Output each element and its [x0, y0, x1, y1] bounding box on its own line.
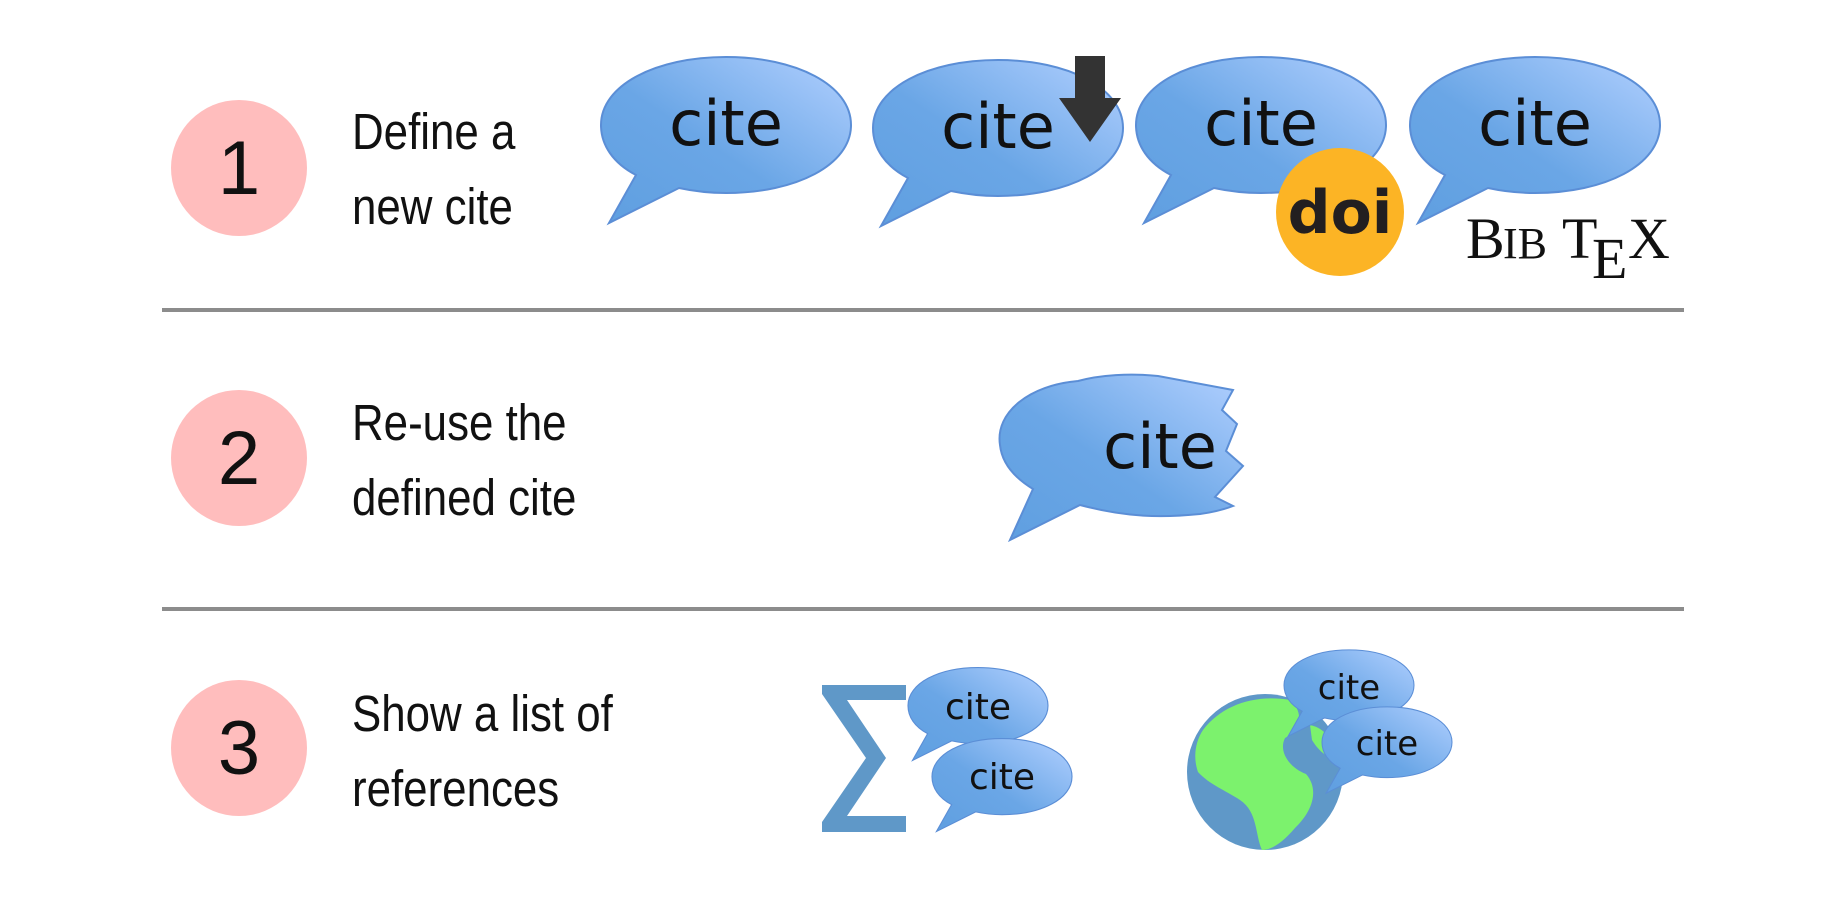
reused-cite-text: cite: [1103, 410, 1217, 483]
bibtex-x: X: [1628, 206, 1670, 271]
step-1-line-1: Define a: [352, 103, 516, 160]
sum-cite-text-2: cite: [969, 757, 1035, 798]
step-2-line-2: defined cite: [352, 469, 577, 526]
online-cite-text-2: cite: [1356, 724, 1418, 764]
divider-1: [162, 308, 1684, 312]
step-3-number: 3: [217, 705, 261, 791]
download-arrow-icon: [1059, 56, 1121, 142]
online-cites-icon: cite cite: [1187, 649, 1453, 850]
bibtex-ib: IB: [1503, 219, 1547, 268]
step-1-label: Define a new cite: [352, 94, 515, 244]
step-2-line-1: Re-use the: [352, 394, 567, 451]
bibtex-logo: B IB T E X: [1466, 206, 1670, 291]
step-3-line-2: references: [352, 760, 560, 817]
doi-cite-text: cite: [1204, 87, 1318, 160]
plain-cite-bubble: cite: [600, 56, 852, 224]
doi-label: doi: [1288, 178, 1393, 248]
step-1-number: 1: [217, 125, 261, 211]
bibtex-cite-text: cite: [1478, 87, 1592, 160]
doi-cite-bubble: cite doi: [1135, 56, 1404, 276]
step-1-circle: 1: [171, 100, 307, 236]
plain-cite-text: cite: [669, 87, 783, 160]
reused-cite-bubble: cite: [998, 373, 1245, 543]
sigma-icon: [822, 685, 906, 832]
step-3-line-1: Show a list of: [352, 685, 613, 742]
sum-cites-icon: cite cite: [822, 666, 1073, 833]
bibtex-cite-bubble: cite B IB T E X: [1409, 56, 1670, 291]
step-2-circle: 2: [171, 390, 307, 526]
step-2-number: 2: [217, 415, 261, 501]
sum-cite-text-1: cite: [945, 687, 1011, 728]
step-3-label: Show a list of references: [352, 676, 613, 826]
bibtex-t: T: [1562, 206, 1597, 271]
divider-2: [162, 607, 1684, 611]
step-3-circle: 3: [171, 680, 307, 816]
doi-logo-icon: doi: [1276, 148, 1404, 276]
bibtex-b: B: [1466, 206, 1505, 271]
download-cite-text: cite: [941, 90, 1055, 163]
step-2-label: Re-use the defined cite: [352, 385, 576, 535]
online-cite-text-1: cite: [1318, 668, 1380, 708]
download-cite-bubble: cite: [872, 56, 1124, 227]
bibtex-e: E: [1592, 226, 1627, 291]
step-1-line-2: new cite: [352, 178, 513, 235]
